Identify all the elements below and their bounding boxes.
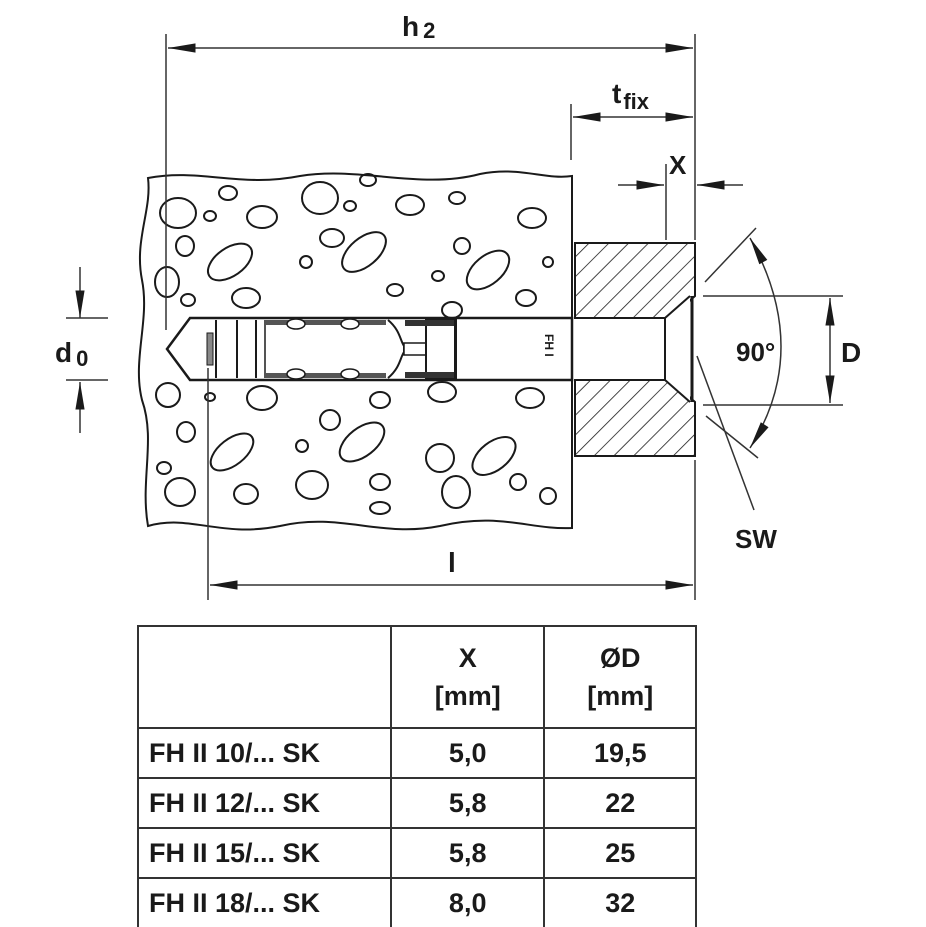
row-x: 5,0 [389, 727, 546, 779]
fixture [574, 242, 696, 457]
dimension-lines [66, 34, 843, 600]
table-header-empty [137, 625, 392, 729]
table-row: FH II 18/... SK 8,0 32 [137, 877, 697, 927]
tfix-label: tfix [612, 78, 650, 114]
row-d: 32 [543, 877, 697, 927]
row-x: 8,0 [389, 877, 546, 927]
table-row: FH II 15/... SK 5,8 25 [137, 827, 697, 879]
anchor: FH I [165, 316, 574, 382]
D-label: D [841, 337, 861, 368]
aggregate-stones [154, 173, 557, 515]
table-header-row: X [mm] ØD [mm] [137, 625, 697, 729]
table-header-x: X [mm] [389, 625, 546, 729]
anchor-marking: FH I [542, 334, 556, 357]
anchor-drawing: FH I h2 [55, 11, 861, 600]
row-x: 5,8 [389, 777, 546, 829]
table-row: FH II 10/... SK 5,0 19,5 [137, 727, 697, 779]
row-name: FH II 10/... SK [137, 727, 392, 779]
dimension-table: X [mm] ØD [mm] FH II 10/... SK 5,0 19,5 … [137, 625, 697, 927]
angle-label: 90° [736, 337, 775, 367]
row-name: FH II 15/... SK [137, 827, 392, 879]
row-d: 22 [543, 777, 697, 829]
row-name: FH II 18/... SK [137, 877, 392, 927]
row-d: 25 [543, 827, 697, 879]
row-name: FH II 12/... SK [137, 777, 392, 829]
l-label: l [448, 547, 456, 578]
x-label: X [669, 150, 687, 180]
row-x: 5,8 [389, 827, 546, 879]
table-header-d: ØD [mm] [543, 625, 697, 729]
table-row: FH II 12/... SK 5,8 22 [137, 777, 697, 829]
sw-label: SW [735, 524, 777, 554]
row-d: 19,5 [543, 727, 697, 779]
